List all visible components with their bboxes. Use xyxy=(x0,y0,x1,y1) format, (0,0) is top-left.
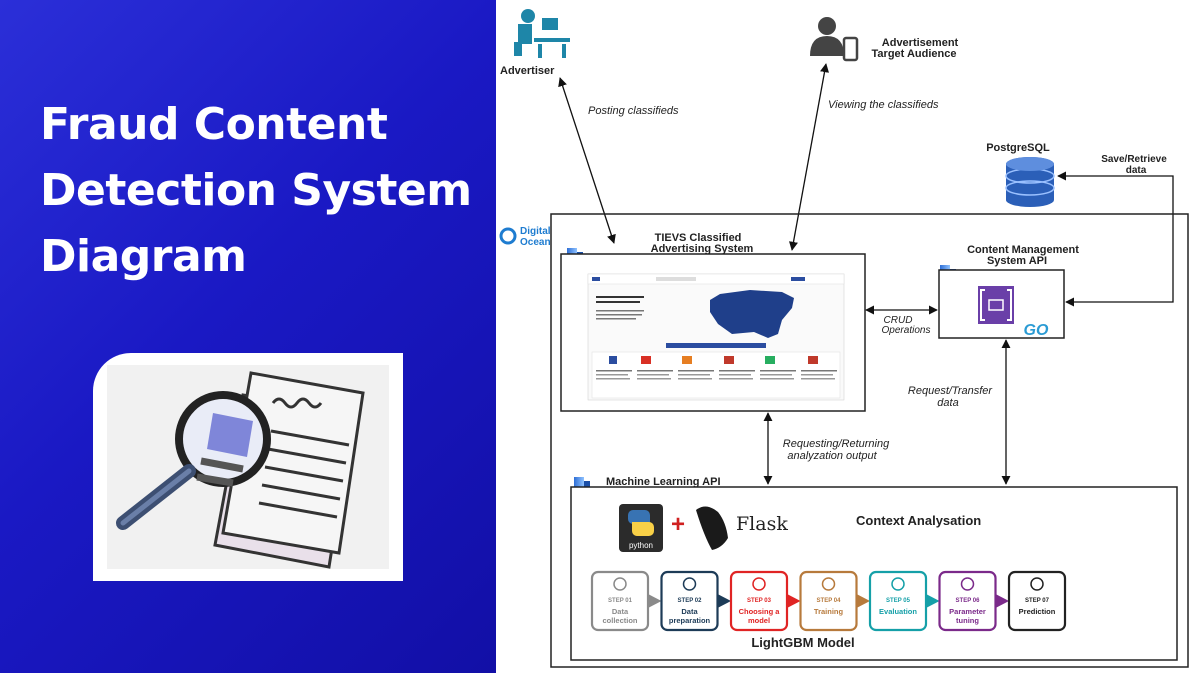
illustration-card xyxy=(93,353,403,581)
step-connector-arrow xyxy=(926,594,940,608)
tievs-label-1: TIEVS Classified xyxy=(655,232,742,244)
crud-label-2: Operations xyxy=(882,325,931,336)
python-label: python xyxy=(629,541,653,550)
api-logo-icon xyxy=(978,286,1014,324)
step-number: STEP 06 xyxy=(956,598,981,604)
step-label-1: Parameter xyxy=(949,607,986,616)
cms-label-1: Content Management xyxy=(967,244,1079,256)
magnifier-document-icon xyxy=(107,365,389,569)
go-logo-label: GO xyxy=(1024,322,1049,339)
audience-icon xyxy=(810,17,859,62)
step-icon xyxy=(613,577,627,591)
step-label-2: collection xyxy=(602,616,637,625)
digital-ocean-label-1: Digital xyxy=(520,226,551,237)
step-connector-arrow xyxy=(717,594,731,608)
request-label-2: data xyxy=(937,397,958,409)
step-icon xyxy=(752,577,766,591)
reqret-label-2: analyzation output xyxy=(787,450,877,462)
database-icon xyxy=(1005,157,1055,207)
digital-ocean-logo-icon xyxy=(499,227,517,245)
digital-ocean-container xyxy=(550,213,1189,668)
flask-horn-icon xyxy=(696,506,728,550)
diagram-canvas: Advertiser Advertisement Target Audience… xyxy=(499,9,1189,668)
title-line-2: Detection System xyxy=(40,165,472,216)
step-4: STEP 04 Training xyxy=(799,570,870,632)
step-label-2: preparation xyxy=(669,616,711,625)
step-connector-arrow xyxy=(648,594,662,608)
ml-api-label: Machine Learning API xyxy=(606,476,721,488)
posting-label: Posting classifieds xyxy=(588,105,679,117)
advertiser-label: Advertiser xyxy=(500,65,555,77)
model-label: LightGBM Model xyxy=(751,635,854,650)
step-5: STEP 05 Evaluation xyxy=(868,570,940,632)
slide-title: Fraud Content Detection System Diagram xyxy=(40,92,490,290)
cms-label-2: System API xyxy=(987,255,1047,267)
architecture-diagram: Advertiser Advertisement Target Audience… xyxy=(496,0,1200,673)
step-number: STEP 01 xyxy=(608,598,633,604)
step-label-1: Data xyxy=(681,607,698,616)
audience-label-1: Advertisement xyxy=(882,37,959,49)
python-logo-icon xyxy=(619,504,663,552)
step-label-1: Evaluation xyxy=(879,607,917,616)
advertiser-icon xyxy=(514,9,570,58)
step-number: STEP 03 xyxy=(747,598,772,604)
step-connector-arrow xyxy=(995,594,1009,608)
save-label-2: data xyxy=(1126,165,1147,176)
crud-label-1: CRUD xyxy=(884,315,913,326)
step-number: STEP 02 xyxy=(678,598,703,604)
posting-arrow xyxy=(558,77,616,244)
step-label-1: Prediction xyxy=(1019,607,1056,616)
postgres-label: PostgreSQL xyxy=(986,142,1050,154)
step-7: STEP 07 Prediction xyxy=(1007,570,1067,632)
save-label-1: Save/Retrieve xyxy=(1101,154,1167,165)
save-retrieve-arrow xyxy=(1057,171,1174,307)
plus-icon: + xyxy=(671,511,685,538)
step-icon xyxy=(960,577,975,591)
title-line-1: Fraud Content xyxy=(40,99,388,150)
step-icon xyxy=(682,577,697,591)
step-label-1: Training xyxy=(814,607,844,616)
title-line-3: Diagram xyxy=(40,231,247,282)
step-icon xyxy=(891,577,905,591)
step-icon xyxy=(821,577,836,591)
title-panel: Fraud Content Detection System Diagram xyxy=(0,0,496,673)
context-label: Context Analysation xyxy=(856,513,981,528)
step-box xyxy=(1007,570,1067,632)
request-label-1: Request/Transfer xyxy=(908,385,994,397)
step-connector-arrow xyxy=(856,594,870,608)
step-number: STEP 04 xyxy=(817,598,842,604)
step-icon xyxy=(1030,577,1044,591)
viewing-label: Viewing the classifieds xyxy=(828,99,939,111)
digital-ocean-label-2: Ocean xyxy=(520,237,551,248)
website-screenshot xyxy=(587,273,845,401)
audience-label-2: Target Audience xyxy=(872,48,957,60)
viewing-arrow xyxy=(788,63,830,251)
step-label-2: model xyxy=(748,616,770,625)
step-label-1: Data xyxy=(612,607,629,616)
flask-label: Flask xyxy=(736,513,788,535)
step-label-2: tuning xyxy=(956,616,979,625)
step-label-1: Choosing a xyxy=(739,607,781,616)
step-number: STEP 07 xyxy=(1025,598,1050,604)
step-number: STEP 05 xyxy=(886,598,911,604)
step-connector-arrow xyxy=(787,594,801,608)
tievs-label-2: Advertising System xyxy=(651,243,754,255)
reqret-label-1: Requesting/Returning xyxy=(783,438,890,450)
